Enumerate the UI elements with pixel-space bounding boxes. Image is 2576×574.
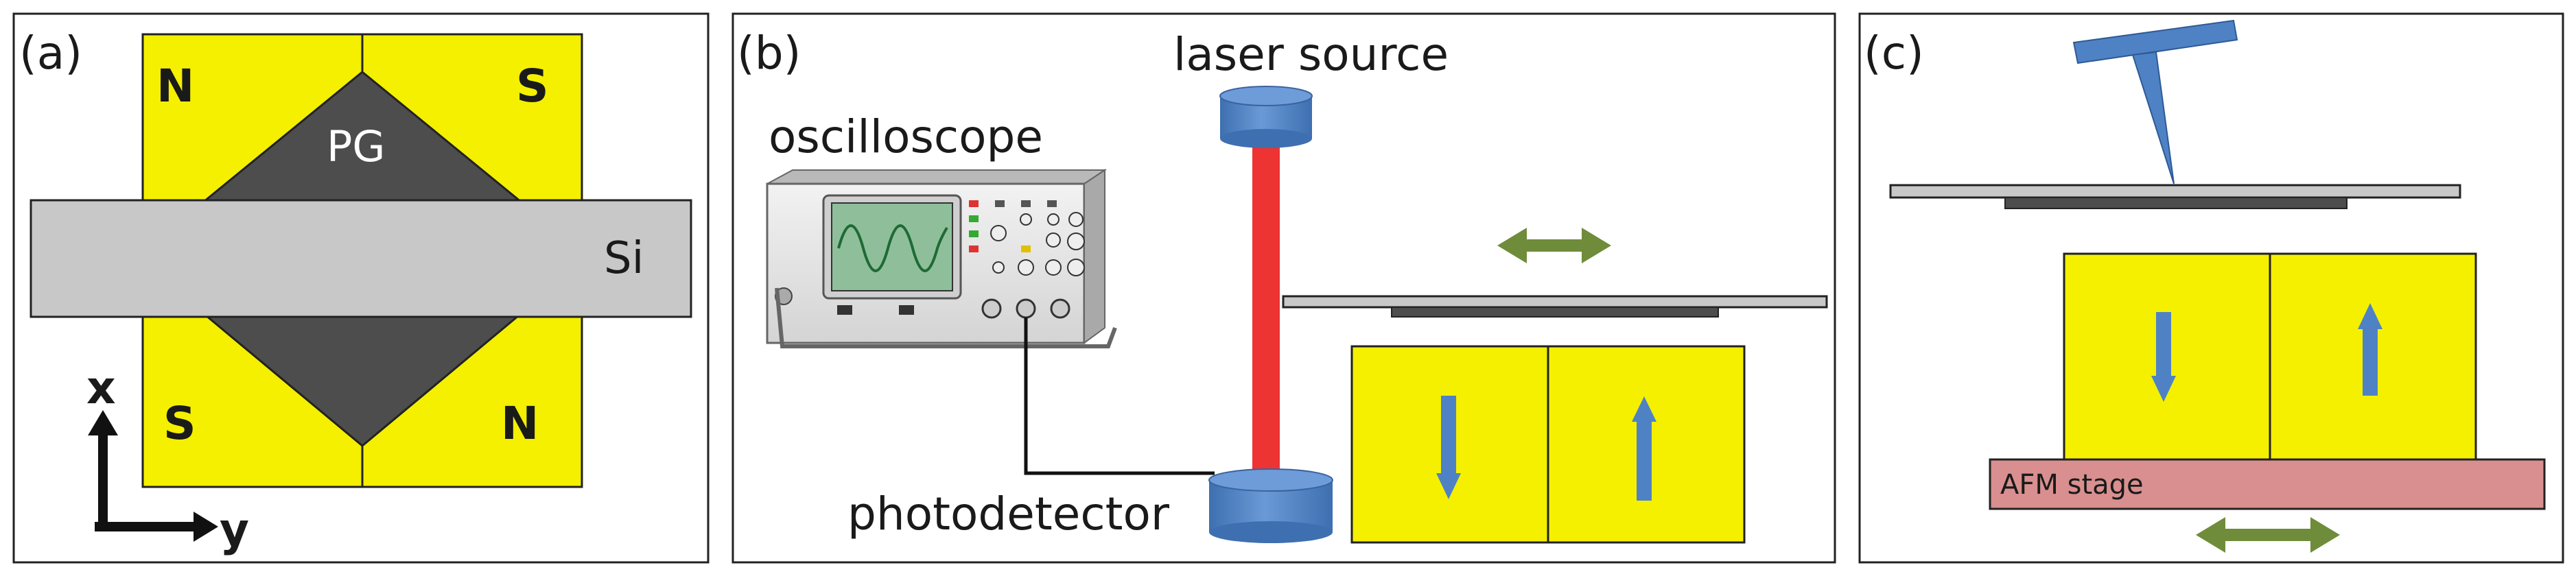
photodetector-bottom [1209,521,1333,543]
motion-arrow-left-head [1497,228,1527,263]
knob-icon [992,261,1005,274]
photodetector-label: photodetector [847,488,1170,540]
knob-icon [1047,213,1059,226]
arrow-down-shaft [2156,312,2171,381]
photodetector [1208,468,1333,543]
y-axis-arrowhead [194,512,218,542]
y-axis-label: y [220,503,249,556]
laser-source [1219,86,1313,148]
panel-b-tag: (b) [737,27,801,80]
knob-icon [1045,259,1062,276]
motion-arrow-b [1497,228,1611,263]
knob-icon [990,225,1007,241]
laser-source-bottom [1220,129,1312,148]
x-axis-arrowhead [88,410,118,435]
oscilloscope-controls [775,200,1085,319]
laser-source-top [1219,86,1313,106]
button-led-red [969,200,979,207]
afm-stage [1989,458,2546,510]
arrow-up-shaft [1637,418,1652,501]
graphite-sample [2004,197,2347,209]
afm-cantilever [2072,19,2238,64]
sample-substrate [1282,295,1828,309]
graphite-sample [1391,307,1719,318]
oscilloscope-waveform [837,224,948,272]
magnet-arrow-up [1632,396,1656,501]
button-led-yellow [1021,246,1031,252]
coordinate-axes: x y [86,361,249,556]
arrow-down-head [2151,376,2176,402]
motion-arrow-left-head [2196,517,2225,553]
magnet-pole-top-left: N [156,60,194,112]
knob-icon [1020,213,1032,226]
knob-icon [1018,259,1034,276]
laser-beam [1252,130,1280,487]
port-icon [837,305,852,315]
signal-cable [1024,318,1215,475]
arrow-up-shaft [2363,326,2378,396]
port-icon [899,305,914,315]
silicon-substrate [30,199,692,318]
oscilloscope-side-right [1084,169,1105,344]
oscilloscope-screen [831,202,953,291]
magnet-arrow-down [1436,396,1461,499]
laser-source-label: laser source [1173,28,1449,81]
magnet-pole-top-right: S [516,60,549,112]
oscilloscope-handle [775,287,1117,348]
arrow-up-head [2358,303,2382,329]
panel-c: (c) AFM stage [1858,12,2564,564]
panel-b: (b) laser source oscilloscope photodetec… [731,12,1836,564]
knob-icon [1046,232,1061,248]
motion-arrow-c [2196,517,2340,553]
knob-icon [1067,232,1085,250]
button-led-red [969,246,979,252]
button-led [1047,200,1057,207]
photodetector-top [1208,468,1333,492]
bnc-connector-icon [1050,298,1070,319]
oscilloscope-label: oscilloscope [769,110,1043,163]
knob-icon [1067,259,1085,276]
x-axis-label: x [86,361,116,414]
arrow-up-head [1632,396,1656,422]
button-led [1021,200,1031,207]
motion-arrow-right-head [1582,228,1611,263]
bnc-connector-icon [1016,298,1036,319]
oscilloscope [766,169,1117,348]
magnet-pole-bottom-left: S [163,397,196,450]
afm-tip [2131,51,2175,184]
arrow-down-shaft [1441,396,1456,478]
button-led-green [969,230,979,237]
graphite-label: PG [327,121,385,171]
oscilloscope-side [766,169,1108,184]
magnet-arrow-up [2358,303,2382,396]
panel-a: (a) N S S N PG Si x y [12,12,710,564]
sample-substrate [1889,184,2461,199]
bnc-connector-icon [981,298,1002,319]
magnet-arrow-down [2151,312,2176,402]
magnet-pole-bottom-right: N [501,397,539,450]
afm-stage-label: AFM stage [2000,469,2144,501]
panel-a-tag: (a) [19,27,82,80]
button-led-green [969,215,979,222]
arrow-down-head [1436,473,1461,499]
silicon-label: Si [604,233,644,284]
knob-icon [1068,212,1084,227]
motion-arrow-right-head [2310,517,2340,553]
button-led [995,200,1005,207]
panel-c-tag: (c) [1864,27,1924,80]
